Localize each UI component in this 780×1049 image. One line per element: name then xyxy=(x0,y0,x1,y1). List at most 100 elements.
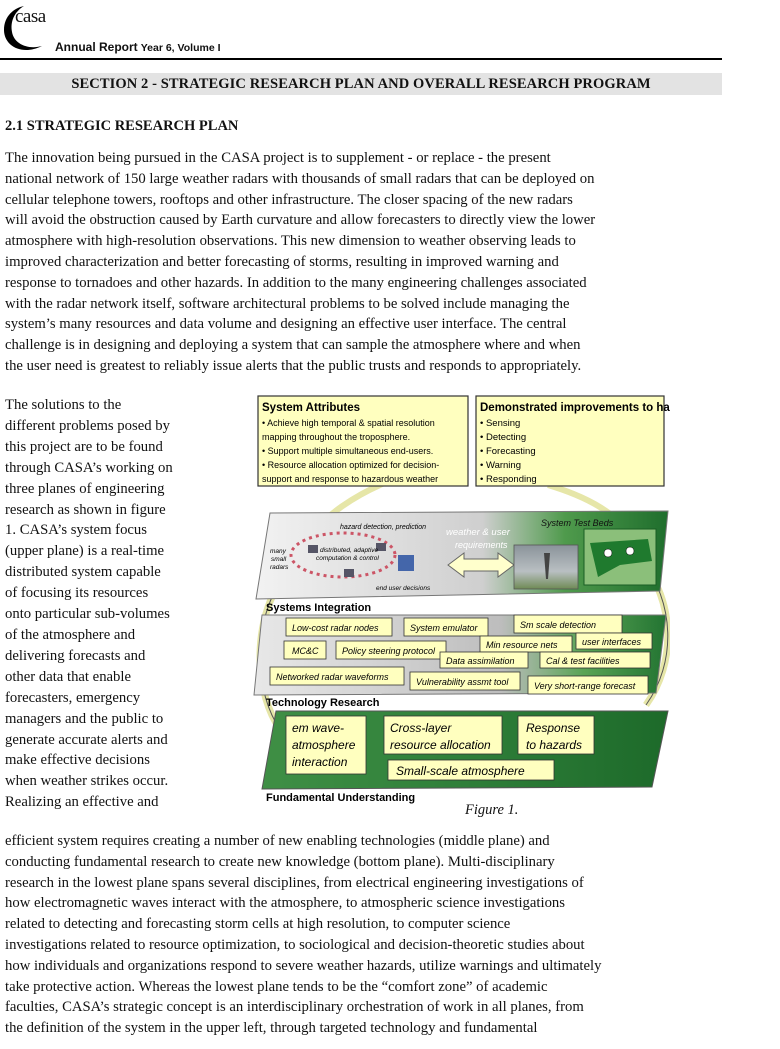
text-line: system’s many resources and data volume … xyxy=(5,316,567,333)
network-ring-icon xyxy=(289,531,397,579)
casa-logo-icon xyxy=(4,6,42,51)
text-line: the definition of the system in the uppe… xyxy=(5,1020,538,1037)
text-line: conducting fundamental research to creat… xyxy=(5,853,555,870)
text-line: (upper plane) is a real-time xyxy=(5,543,165,560)
tech-box-label: System emulator xyxy=(410,623,479,633)
fundamental-box-label: atmosphere xyxy=(292,738,356,752)
system-attributes-line: • Achieve high temporal & spatial resolu… xyxy=(262,418,435,428)
text-line: response to tornadoes and other hazards.… xyxy=(5,274,587,291)
tech-box-label: user interfaces xyxy=(582,637,642,647)
text-line: research as shown in figure xyxy=(5,501,166,518)
many-small-radars-label: radars xyxy=(270,564,289,571)
tech-box xyxy=(269,666,405,686)
fundamental-box xyxy=(517,715,595,755)
text-line: delivering forecasts and xyxy=(5,647,146,664)
hazard-label: hazard detection, prediction xyxy=(340,524,426,531)
fundamental-box-label: interaction xyxy=(292,755,348,769)
tech-box-label: Data assimilation xyxy=(446,656,515,666)
text-line: make effective decisions xyxy=(5,752,150,769)
tech-box xyxy=(403,617,489,637)
text-line: how individuals and organizations respon… xyxy=(5,957,602,974)
tech-box xyxy=(335,640,447,660)
subsection-number: 2.1 xyxy=(5,118,24,134)
improvements-line: • Sensing xyxy=(480,418,520,429)
system-attributes-line: • Resource allocation optimized for deci… xyxy=(262,460,439,470)
improvements-box xyxy=(475,395,665,487)
system-attributes-line: mapping throughout the troposphere. xyxy=(262,432,410,442)
radar-node-icon xyxy=(344,569,354,577)
text-line: other data that enable xyxy=(5,668,132,685)
tech-box xyxy=(527,675,649,695)
text-line: managers and the public to xyxy=(5,710,164,727)
fundamental-box-label: Small-scale atmosphere xyxy=(396,764,525,778)
text-line: challenge is in designing and deploying … xyxy=(5,337,581,354)
plane-label-top: Systems Integration xyxy=(266,602,371,614)
system-attributes-line: support and response to hazardous weathe… xyxy=(262,474,438,484)
text-line: The solutions to the xyxy=(5,397,122,413)
system-attributes-line: • Support multiple simultaneous end-user… xyxy=(262,446,433,456)
tech-box xyxy=(439,651,529,669)
fundamental-box-label: Cross-layer xyxy=(390,721,452,735)
subsection-title: STRATEGIC RESEARCH PLAN xyxy=(26,118,239,134)
text-line: faculties, CASA’s strategic concept is a… xyxy=(5,999,584,1016)
improvements-line: • Warning xyxy=(480,460,521,471)
plane-label-middle: Technology Research xyxy=(266,697,380,709)
text-line: investigations related to resource optim… xyxy=(5,936,585,953)
map-region-icon xyxy=(590,539,652,577)
tech-box xyxy=(539,651,651,669)
text-line: distributed system capable xyxy=(5,564,161,581)
tech-box xyxy=(285,617,393,637)
tech-box-label: Policy steering protocol xyxy=(342,646,436,656)
fundamental-box xyxy=(285,715,367,775)
text-line: take protective action. Whereas the lowe… xyxy=(5,978,548,995)
figure-three-planes: System Attributes • Achieve high tempora… xyxy=(248,393,670,805)
tech-box xyxy=(283,640,327,660)
text-line: atmosphere with high-resolution observat… xyxy=(5,233,576,250)
text-line: Realizing an effective and xyxy=(5,794,159,811)
fundamental-box xyxy=(383,715,503,755)
text-line: of focusing its resources xyxy=(5,585,149,602)
plane-label-bottom: Fundamental Understanding xyxy=(266,792,415,804)
tech-box xyxy=(575,632,653,650)
text-line: forecasters, emergency xyxy=(5,689,141,706)
text-line: through CASA’s working on xyxy=(5,459,173,476)
text-line: national network of 150 large weather ra… xyxy=(5,170,595,187)
system-attributes-box xyxy=(257,395,469,487)
many-small-radars-label: many xyxy=(270,548,287,555)
text-line: improved characterization and better for… xyxy=(5,253,559,270)
logo-text: casa xyxy=(15,6,46,27)
text-line: of the atmosphere and xyxy=(5,626,136,643)
text-line: The innovation being pursued in the CASA… xyxy=(5,150,551,166)
figure-caption: Figure 1. xyxy=(465,802,519,818)
weather-user-label: weather & user xyxy=(446,527,511,538)
report-title-text: Annual Report xyxy=(55,40,138,54)
improvements-title: Demonstrated improvements to hazard xyxy=(480,402,670,414)
text-line: how electromagnetic waves interact with … xyxy=(5,895,565,912)
text-line: different problems posed by xyxy=(5,417,170,434)
improvements-line: • Forecasting xyxy=(480,446,536,457)
fundamental-box-label: to hazards xyxy=(526,738,582,752)
text-line: efficient system requires creating a num… xyxy=(5,833,550,849)
tech-box-label: Very short-range forecast xyxy=(534,681,636,691)
text-line: related to detecting and forecasting sto… xyxy=(5,916,511,933)
fundamental-box-label: Response xyxy=(526,721,580,735)
fundamental-box xyxy=(387,759,555,781)
weather-user-label: requirements xyxy=(455,540,508,550)
text-line: when weather strikes occur. xyxy=(5,773,169,790)
tech-box-label: MC&C xyxy=(292,646,319,656)
report-volume: Year 6, Volume I xyxy=(140,42,221,54)
paragraph-continuation: efficient system requires creating a num… xyxy=(5,831,721,1039)
header-rule xyxy=(0,58,722,60)
fundamental-box-label: em wave- xyxy=(292,721,344,735)
tech-box-label: Networked radar waveforms xyxy=(276,672,389,682)
end-user-label: end user decisions xyxy=(376,585,431,592)
text-line: generate accurate alerts and xyxy=(5,731,168,748)
text-line: the user need is greatest to reliably is… xyxy=(5,357,582,374)
tech-box xyxy=(409,671,521,691)
tech-box-label: Low-cost radar nodes xyxy=(292,623,379,633)
text-line: three planes of engineering xyxy=(5,480,165,497)
text-line: cellular telephone towers, rooftops and … xyxy=(5,191,573,208)
user-icon xyxy=(398,555,414,571)
text-line: with the radar network itself, software … xyxy=(5,295,570,312)
distributed-label: distributed, adaptive xyxy=(320,547,379,554)
